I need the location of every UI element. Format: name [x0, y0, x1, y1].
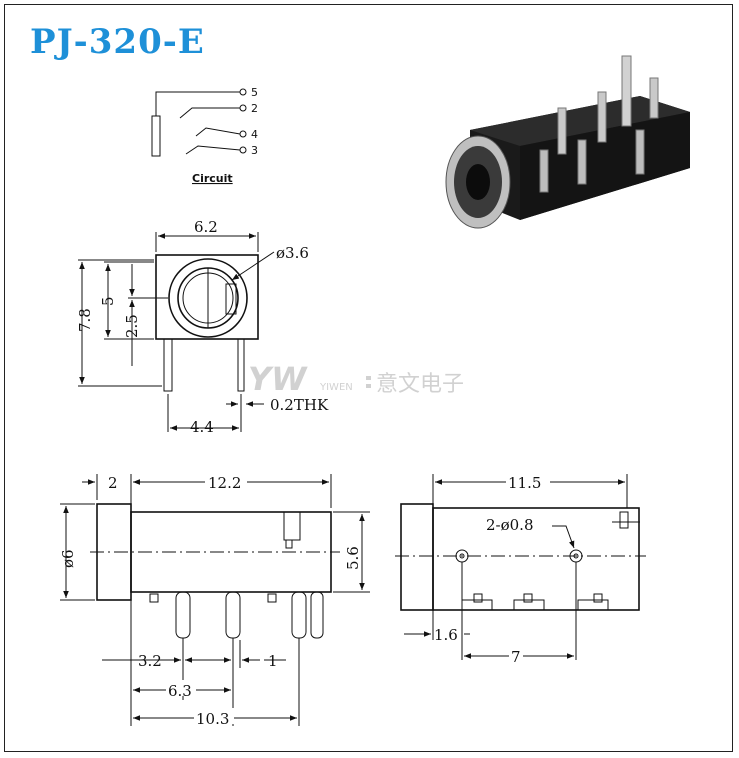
dim-total-height: 7.8: [76, 308, 94, 332]
watermark-logo: YW: [248, 360, 308, 398]
dim-7: 7: [511, 648, 521, 666]
pin-2-terminal: [239, 104, 247, 112]
front-body-outline: [155, 254, 259, 340]
pin-label: 3: [251, 144, 258, 157]
dim-12-2: 12.2: [208, 474, 241, 492]
dim-11-5: 11.5: [508, 474, 541, 492]
circuit-sleeve: [151, 115, 161, 157]
dim-pin-offset: 4.4: [190, 418, 214, 436]
pin-label: 5: [251, 86, 258, 99]
side-view: 2 12.2 ø6 5.6 3.2: [59, 472, 370, 728]
dim-3-2: 3.2: [138, 652, 162, 670]
product-photo: [445, 55, 690, 229]
circuit-caption: Circuit: [192, 172, 233, 185]
watermark-cn: 意文电子: [376, 372, 464, 397]
dim-height-2-5: 2.5: [123, 314, 141, 338]
pin-label: 4: [251, 128, 258, 141]
pin-4-terminal: [239, 130, 247, 138]
dim-thickness: 0.2THK: [270, 396, 329, 414]
dim-hole: 2-ø0.8: [486, 516, 534, 534]
front-view: 6.2 ø3.6 7.8 5 2.5 4.4: [76, 218, 329, 436]
circuit-schematic: 5 2 4 3 Circuit: [151, 86, 258, 185]
dim-height-5: 5: [99, 296, 117, 306]
border-frame: [4, 4, 733, 752]
dim-width: 6.2: [194, 218, 218, 236]
dim-1: 1: [268, 652, 278, 670]
dim-10-3: 10.3: [196, 710, 229, 728]
pin-label: 2: [251, 102, 258, 115]
dim-diameter: ø3.6: [276, 244, 309, 262]
pin-3-terminal: [239, 146, 247, 154]
dim-5-6: 5.6: [344, 546, 362, 570]
dim-2: 2: [108, 474, 118, 492]
bottom-view: 11.5 2-ø0.8 1.6 7: [395, 472, 646, 666]
dim-phi6: ø6: [59, 549, 77, 568]
watermark-brand: YIWEN: [319, 382, 353, 393]
dim-1-6: 1.6: [434, 626, 458, 644]
pin-5-terminal: [239, 88, 247, 96]
dim-6-3: 6.3: [168, 682, 192, 700]
page-title: PJ-320-E: [30, 22, 205, 62]
watermark: YW YIWEN 意文电子: [248, 360, 464, 398]
